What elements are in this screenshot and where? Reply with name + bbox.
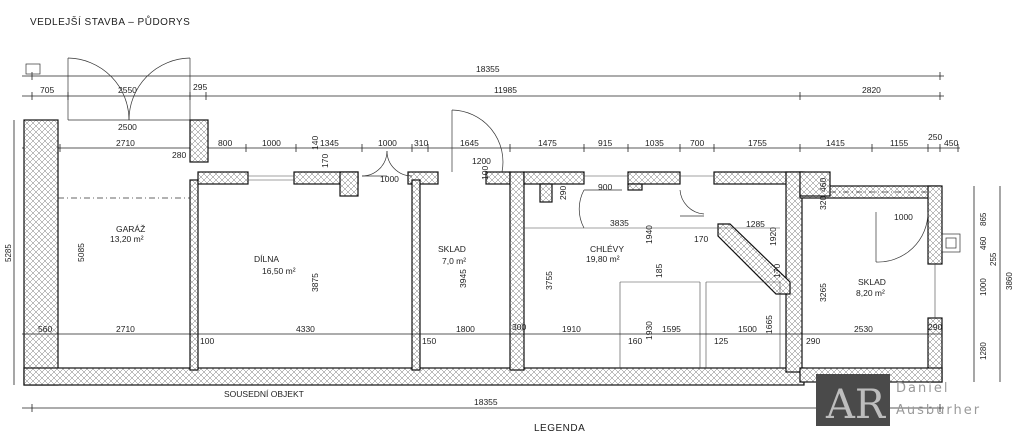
plan-title: VEDLEJŠÍ STAVBA – PŮDORYS [30, 15, 190, 28]
room-sklad1-area: 7,0 m² [442, 256, 466, 266]
svg-text:1645: 1645 [460, 138, 479, 148]
svg-text:1910: 1910 [562, 324, 581, 334]
legend-heading: LEGENDA [534, 423, 585, 433]
room-garaz-area: 13,20 m² [110, 234, 144, 244]
svg-text:185: 185 [654, 264, 664, 278]
svg-text:460: 460 [818, 178, 828, 192]
dim-total-bottom: 18355 [474, 397, 498, 407]
dim-row2-e: 2820 [862, 85, 881, 95]
svg-text:125: 125 [714, 336, 728, 346]
garage-door-swing [25, 57, 191, 121]
room-dilna-area: 16,50 m² [262, 266, 296, 276]
room-chlevy-area: 19,80 m² [586, 254, 620, 264]
svg-text:2530: 2530 [854, 324, 873, 334]
svg-text:1000: 1000 [378, 138, 397, 148]
svg-text:4330: 4330 [296, 324, 315, 334]
dim-row2-a: 705 [40, 85, 54, 95]
svg-text:3945: 3945 [458, 269, 468, 288]
svg-text:1000: 1000 [262, 138, 281, 148]
svg-text:865: 865 [979, 212, 988, 226]
svg-text:1755: 1755 [748, 138, 767, 148]
svg-text:1285: 1285 [746, 219, 765, 229]
svg-text:170: 170 [772, 264, 782, 278]
svg-text:1000: 1000 [979, 278, 988, 296]
svg-text:1415: 1415 [826, 138, 845, 148]
logo-line2: Ausburher [896, 403, 981, 418]
svg-text:3860: 3860 [1005, 272, 1014, 290]
dim-left-total: 5285 [4, 244, 13, 262]
svg-text:2710: 2710 [116, 138, 135, 148]
svg-text:290: 290 [806, 336, 820, 346]
room-sklad1-name: SKLAD [438, 244, 466, 254]
svg-text:1035: 1035 [645, 138, 664, 148]
walls [23, 119, 961, 386]
room-sklad2-area: 8,20 m² [856, 288, 885, 298]
svg-text:1000: 1000 [894, 212, 913, 222]
svg-text:140: 140 [310, 136, 320, 150]
svg-text:2710: 2710 [116, 324, 135, 334]
svg-text:1800: 1800 [456, 324, 475, 334]
svg-text:915: 915 [598, 138, 612, 148]
svg-text:1345: 1345 [320, 138, 339, 148]
room-labels: GARÁŽ 13,20 m² DÍLNA 16,50 m² SKLAD 7,0 … [110, 224, 886, 298]
svg-text:3835: 3835 [610, 218, 629, 228]
top-dimension-lines [22, 72, 960, 152]
svg-text:1500: 1500 [738, 324, 757, 334]
svg-text:1940: 1940 [644, 225, 654, 244]
svg-text:5085: 5085 [76, 243, 86, 262]
neighbor-object-label: SOUSEDNÍ OBJEKT [224, 389, 304, 399]
svg-text:170: 170 [694, 234, 708, 244]
logo-line1: Daniel [896, 381, 949, 396]
svg-text:1200: 1200 [472, 156, 491, 166]
dim-row2-b: 2550 [118, 85, 137, 95]
svg-text:1595: 1595 [662, 324, 681, 334]
svg-text:1920: 1920 [768, 227, 778, 246]
dim-row2-d: 11985 [494, 85, 517, 95]
svg-text:160: 160 [628, 336, 642, 346]
svg-text:320: 320 [818, 196, 828, 210]
right-dims: 865 460 255 1000 3860 1280 [973, 186, 1014, 382]
svg-text:1665: 1665 [764, 315, 774, 334]
svg-text:800: 800 [218, 138, 232, 148]
room-dilna-name: DÍLNA [254, 254, 279, 264]
inner-dims: 280 140 170 1000 1200 100 900 290 3835 1… [76, 136, 942, 340]
svg-text:250: 250 [928, 132, 942, 142]
svg-text:100: 100 [200, 336, 214, 346]
bottom-inner-dims: 560 2710 100 4330 150 1800 300 1910 160 … [38, 322, 873, 346]
svg-text:560: 560 [38, 324, 52, 334]
svg-text:300: 300 [512, 322, 526, 332]
svg-text:290: 290 [928, 322, 942, 332]
room-garaz-name: GARÁŽ [116, 224, 145, 234]
svg-text:255: 255 [989, 252, 998, 266]
svg-text:700: 700 [690, 138, 704, 148]
svg-text:150: 150 [422, 336, 436, 346]
interior-lines [58, 109, 936, 368]
svg-text:290: 290 [558, 186, 568, 200]
room-sklad2-name: SKLAD [858, 277, 886, 287]
svg-text:3755: 3755 [544, 271, 554, 290]
svg-text:450: 450 [944, 138, 958, 148]
svg-text:1475: 1475 [538, 138, 557, 148]
svg-text:1930: 1930 [644, 321, 654, 340]
svg-text:3265: 3265 [818, 283, 828, 302]
svg-text:170: 170 [320, 154, 330, 168]
room-chlevy-name: CHLÉVY [590, 244, 624, 254]
svg-text:900: 900 [598, 182, 612, 192]
svg-text:310: 310 [414, 138, 428, 148]
svg-text:280: 280 [172, 150, 186, 160]
author-logo: AR Daniel Ausburher [816, 374, 981, 428]
svg-text:3875: 3875 [310, 273, 320, 292]
svg-text:1000: 1000 [380, 174, 399, 184]
dim-row2-c: 295 [193, 82, 207, 92]
dim-2500: 2500 [118, 122, 137, 132]
svg-text:460: 460 [979, 236, 988, 250]
svg-text:1280: 1280 [979, 342, 988, 360]
svg-text:1155: 1155 [890, 138, 909, 148]
dim-row3: 560 2710 800 1000 1345 1000 310 1645 147… [38, 132, 958, 148]
dim-total-top: 18355 [476, 64, 500, 74]
svg-text:100: 100 [480, 166, 490, 180]
logo-mark: AR [825, 382, 887, 428]
